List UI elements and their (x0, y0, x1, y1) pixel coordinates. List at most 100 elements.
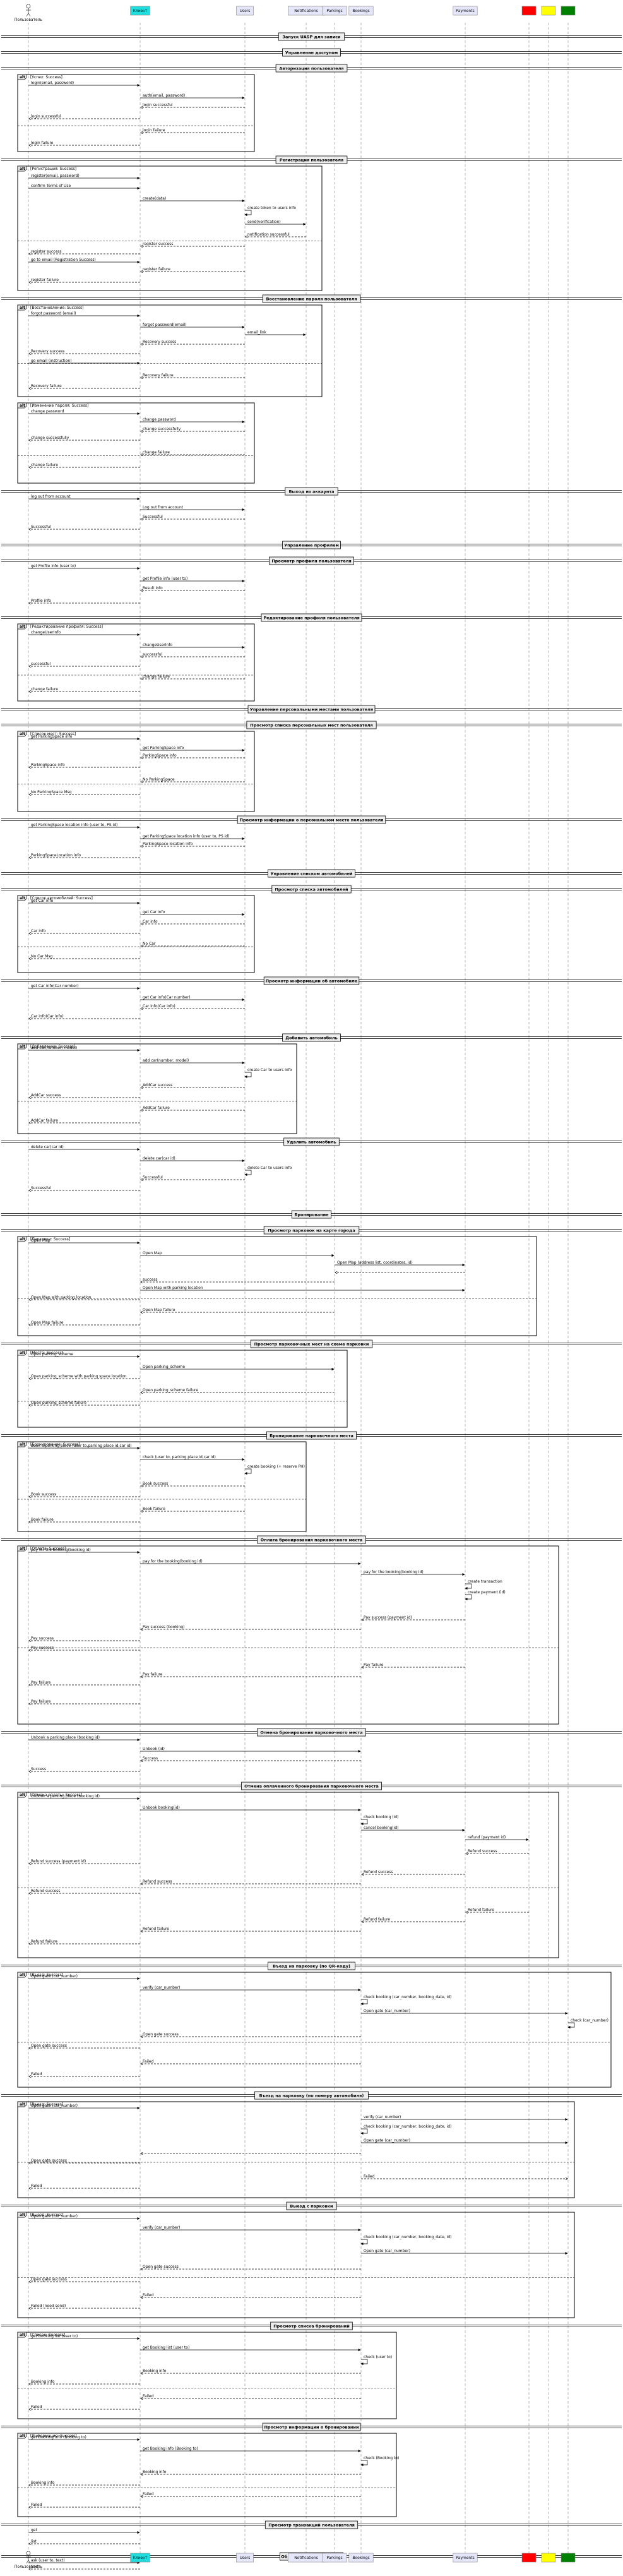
message-label: Open gate (car_number) (364, 2009, 410, 2013)
frame-border (17, 2433, 397, 2517)
frame-tag (17, 2212, 27, 2218)
frame-border (17, 1350, 348, 1428)
participant-box (322, 2553, 347, 2563)
section-title: Отмена бронирования парковочного места (260, 1730, 362, 1735)
frame-guard: [Редактирование профиля: Success] (30, 625, 103, 629)
message-label: get ParkingSpace info (143, 746, 184, 750)
frame-tag (17, 731, 27, 737)
section-divider: Выход из аккаунта (1, 487, 622, 496)
frame-kind: alt (20, 1973, 25, 1977)
return-message: AddCar failure (29, 1118, 140, 1123)
call-message: register(email, password) (28, 174, 140, 180)
call-message: go to email (Registration Success) (28, 258, 140, 264)
section-title-box (270, 2321, 353, 2330)
section-title: Управление доступом (285, 51, 338, 56)
participant-label: Users (240, 9, 251, 13)
participant-box (348, 2553, 374, 2563)
frame-tag (17, 1792, 27, 1798)
message-label: Successful (143, 1175, 163, 1180)
alt-frame: alt[Места: Success] (17, 1350, 348, 1428)
frame-guard: [Бронирование: Success] (30, 1442, 80, 1447)
return-message: register success (29, 249, 140, 254)
message-label: Booking info (31, 2481, 55, 2485)
message-label: pay for the booking(booking id) (31, 1548, 91, 1552)
participant-label: Пользователь (15, 2565, 43, 2569)
call-message: check (Booking to) (360, 2456, 399, 2467)
call-message: Open parking_scheme (28, 1352, 140, 1358)
call-message: Open parking_scheme (140, 1365, 335, 1371)
call-message: email_link (245, 330, 306, 337)
message-label: Failed (31, 2503, 42, 2507)
message-label: check (user to) (364, 2355, 392, 2359)
alt-frame: alt[Регистрация: Success] (17, 165, 323, 291)
section-title-box (275, 64, 348, 73)
call-message: pay for the booking(booking id) (140, 1559, 361, 1566)
frame-border (17, 2332, 397, 2419)
message-label: forgot password (email) (31, 311, 76, 316)
participant-payments-top: Payments (453, 6, 478, 16)
frame-guard: [Добавление: Success] (30, 1045, 75, 1049)
message-label: Result info (143, 586, 163, 590)
call-message: check (car_number) (567, 2018, 608, 2029)
frame-kind: alt (20, 1547, 25, 1551)
message-label: Open Map (31, 1238, 50, 1243)
message-label: verify (car_number) (364, 2115, 401, 2119)
section-divider: Просмотр списка бронирований (1, 2321, 622, 2330)
return-message: Booking info (29, 2481, 140, 2485)
message-label: auth(email, password) (143, 93, 185, 98)
frame-tag (17, 1545, 27, 1552)
message-label: Open parking_scheme with parking space l… (31, 1374, 127, 1379)
call-message: verify (car_number) (361, 2115, 568, 2121)
return-message: Open parking_scheme with parking space l… (29, 1374, 140, 1379)
message-label: successful (143, 652, 162, 657)
section-title: Удалить автомобиль (287, 1140, 336, 1145)
return-message: Failed (need send) (29, 2304, 140, 2308)
frame-tag (17, 623, 27, 630)
return-message: Car info(Car info) (141, 1004, 245, 1009)
section-title-box (263, 976, 360, 985)
message-label: Open gate success (31, 2044, 67, 2048)
return-message: Refund failure (362, 1917, 465, 1922)
return-message: ParkingSpace info (141, 753, 245, 758)
frame-tag (17, 1350, 27, 1356)
frame-border (17, 2101, 575, 2198)
message-label: check booking (id) (364, 1815, 398, 1819)
section-title-box (237, 815, 386, 824)
call-message: create payment (id) (465, 1590, 506, 1601)
message-label: Pay failure (364, 1663, 384, 1667)
call-message: get Profile info (user to) (28, 564, 140, 570)
message-label: Open gate (car_number) (31, 2104, 78, 2108)
participant-yellow-bottom (541, 2553, 556, 2563)
actor-icon (26, 2551, 31, 2556)
message-label: Book failure (143, 1507, 165, 1511)
section-title: Отмена оплаченного бронирования парковоч… (244, 1784, 379, 1789)
return-message: Refund success (141, 1879, 361, 1884)
alt-frame: alt[Восстановление: Success] (17, 304, 323, 397)
message-label: check booking (car_number, booking_date,… (364, 2124, 451, 2129)
section-title-box (291, 1210, 332, 1219)
return-message: Result info (141, 586, 245, 590)
section-title: Выезд с парковки (290, 2204, 333, 2209)
message-label: login successful (31, 114, 61, 119)
message-label: Pay failure (143, 1672, 163, 1677)
message-label: No ParkingSpace Msg (31, 790, 72, 794)
return-message: Recovery success (141, 340, 245, 344)
section-title: Просмотр парковок на карте города (268, 1228, 355, 1233)
section-title-box (250, 1339, 373, 1348)
call-message: login(email, password) (28, 81, 140, 87)
participant-yellow-top (541, 6, 556, 16)
message-label: No Car (143, 942, 156, 946)
message-label: Unbook a parking place (booking id) (31, 1735, 100, 1740)
message-label: get Profile info (user to) (31, 564, 76, 568)
self-arrow (360, 1999, 368, 2006)
message-label: Open gate (car_number) (31, 2214, 78, 2219)
message-label: Unbook a parking place (booking id) (31, 1794, 100, 1799)
return-message: Success (141, 1756, 361, 1761)
message-label: Unbook booking(id) (143, 1806, 180, 1810)
participant-label: Bookings (352, 2556, 369, 2560)
return-message: Open Map with parking location (29, 1295, 140, 1300)
frame-kind: alt (20, 75, 25, 80)
participant-label: Payments (456, 9, 474, 13)
call-message: create(data) (140, 196, 245, 203)
participant-client-bottom: Клиент (130, 2553, 150, 2563)
